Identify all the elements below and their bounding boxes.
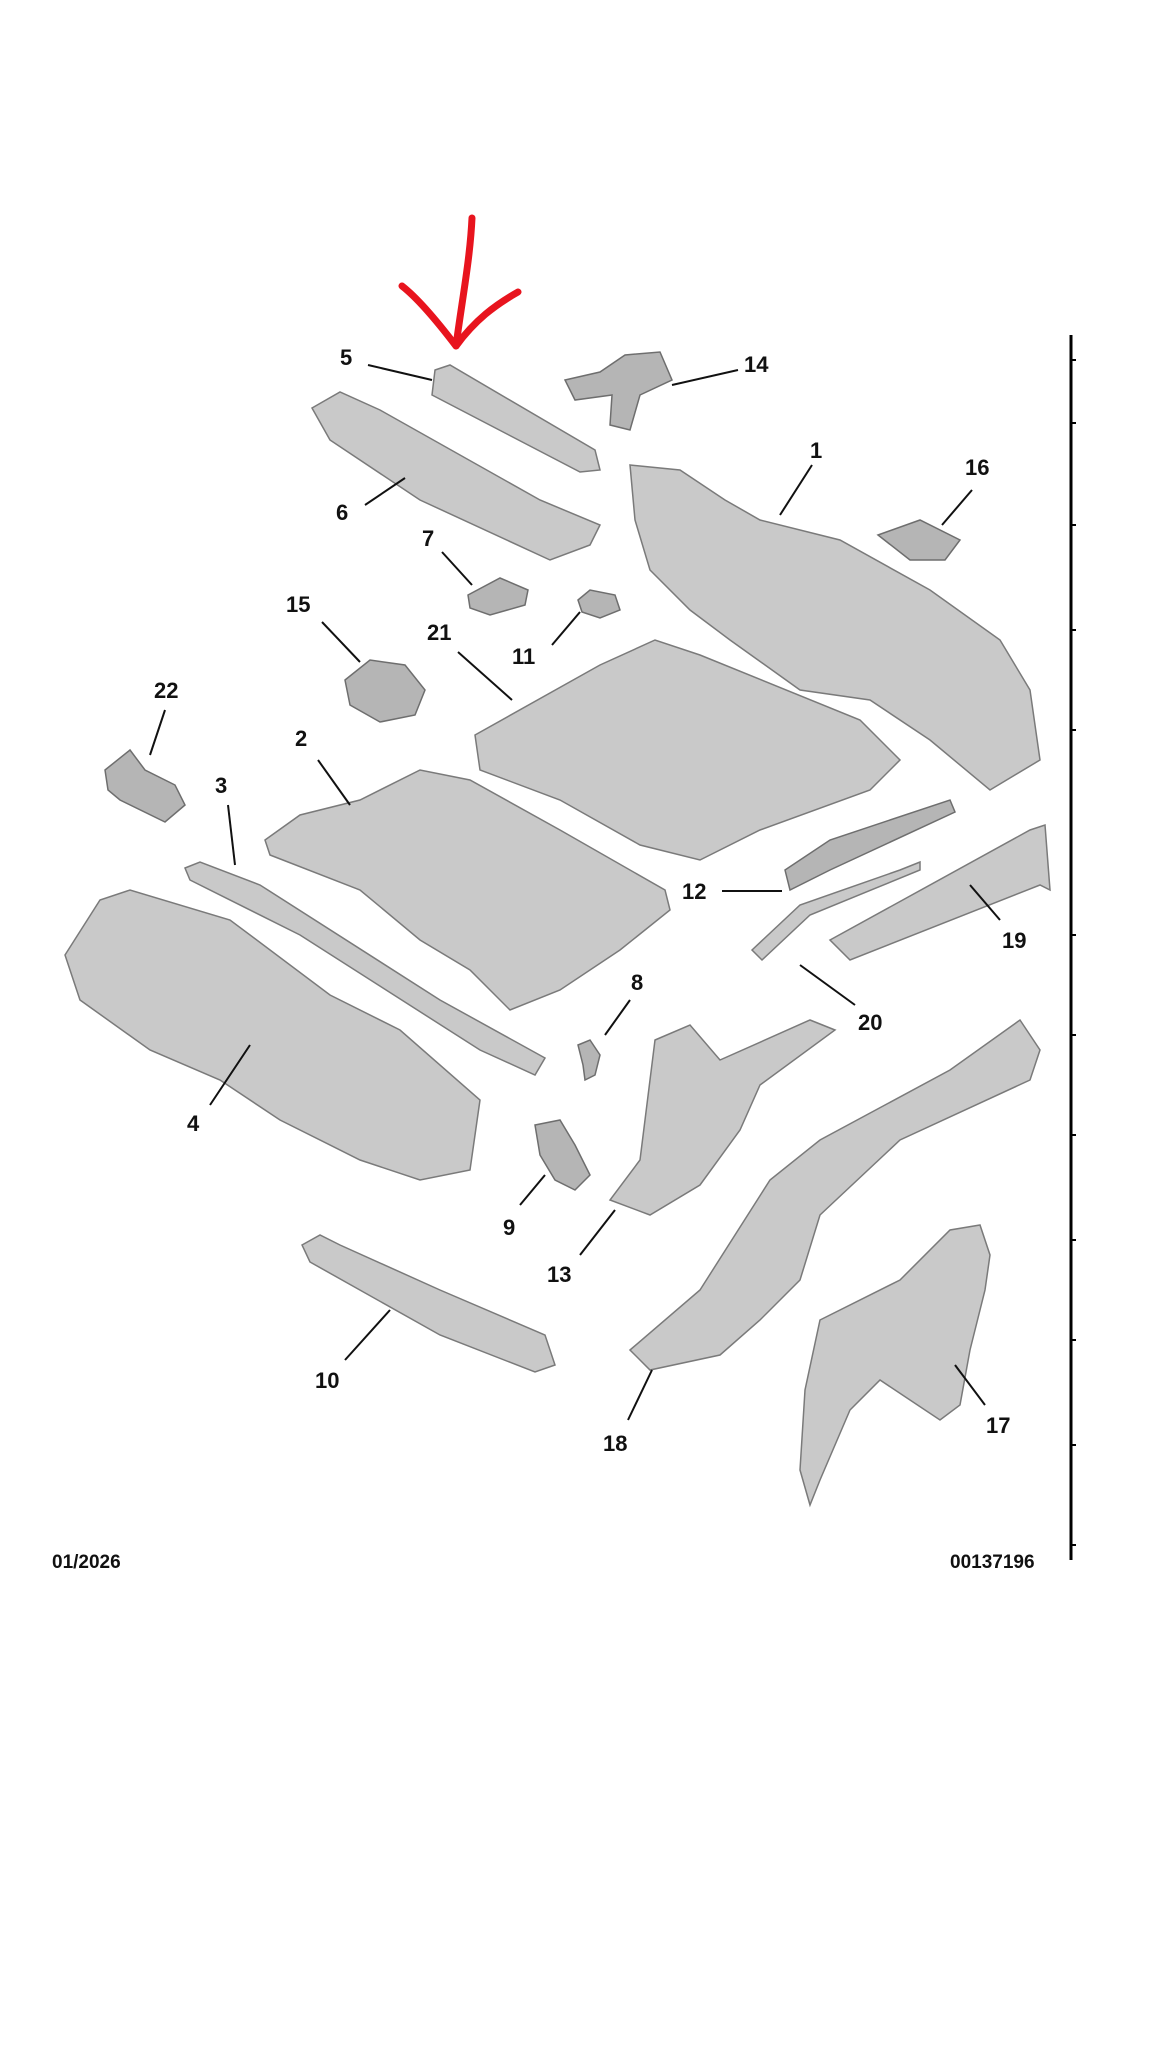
label-14: 14 (744, 352, 769, 377)
label-17: 17 (986, 1413, 1010, 1438)
part-8-shape[interactable] (577, 1039, 601, 1082)
leader-lines (149, 364, 1001, 1421)
label-5: 5 (340, 345, 352, 370)
label-6: 6 (336, 500, 348, 525)
label-20: 20 (858, 1010, 882, 1035)
part-19-shape[interactable] (828, 823, 1051, 961)
part-2-shape[interactable] (264, 769, 671, 1011)
part-9-shape[interactable] (534, 1119, 591, 1191)
label-8: 8 (631, 970, 643, 995)
label-22: 22 (154, 678, 178, 703)
label-19: 19 (1002, 928, 1026, 953)
part-22-shape[interactable] (104, 748, 186, 823)
part-5-shape[interactable] (431, 364, 601, 473)
footer-reference-number: 00137196 (950, 1552, 1035, 1573)
red-arrow-annotation-icon (398, 214, 522, 350)
label-9: 9 (503, 1215, 515, 1240)
part-6-shape[interactable] (310, 391, 602, 561)
part-21-shape[interactable] (474, 639, 902, 861)
part-15-shape[interactable] (344, 659, 426, 723)
label-1: 1 (810, 438, 822, 463)
part-3-shape[interactable] (184, 861, 547, 1076)
label-3: 3 (215, 773, 227, 798)
part-labels: 5 14 1 16 6 7 15 21 11 22 2 3 12 19 20 8… (154, 345, 1026, 1456)
part-4-shape[interactable] (64, 889, 481, 1181)
label-18: 18 (603, 1431, 627, 1456)
footer-date: 01/2026 (52, 1552, 121, 1573)
label-11: 11 (512, 644, 535, 669)
label-7: 7 (422, 526, 434, 551)
part-10-shape[interactable] (301, 1234, 556, 1373)
part-18-shape[interactable] (628, 1018, 1041, 1371)
label-13: 13 (547, 1262, 571, 1287)
part-13-shape[interactable] (608, 1019, 837, 1216)
label-4: 4 (187, 1111, 200, 1136)
label-15: 15 (286, 592, 310, 617)
part-17-shape[interactable] (799, 1224, 991, 1508)
label-16: 16 (965, 455, 989, 480)
part-16-shape[interactable] (876, 519, 962, 561)
label-2: 2 (295, 726, 307, 751)
right-border (1069, 335, 1076, 1560)
label-21: 21 (427, 620, 451, 645)
part-7-shape[interactable] (467, 577, 529, 616)
part-20-shape[interactable] (750, 860, 921, 962)
part-12-shape[interactable] (784, 799, 956, 892)
part-11-shape[interactable] (577, 589, 621, 619)
part-1-shape[interactable] (629, 464, 1041, 791)
part-14-shape[interactable] (563, 351, 673, 431)
label-12: 12 (682, 879, 706, 904)
label-10: 10 (315, 1368, 339, 1393)
